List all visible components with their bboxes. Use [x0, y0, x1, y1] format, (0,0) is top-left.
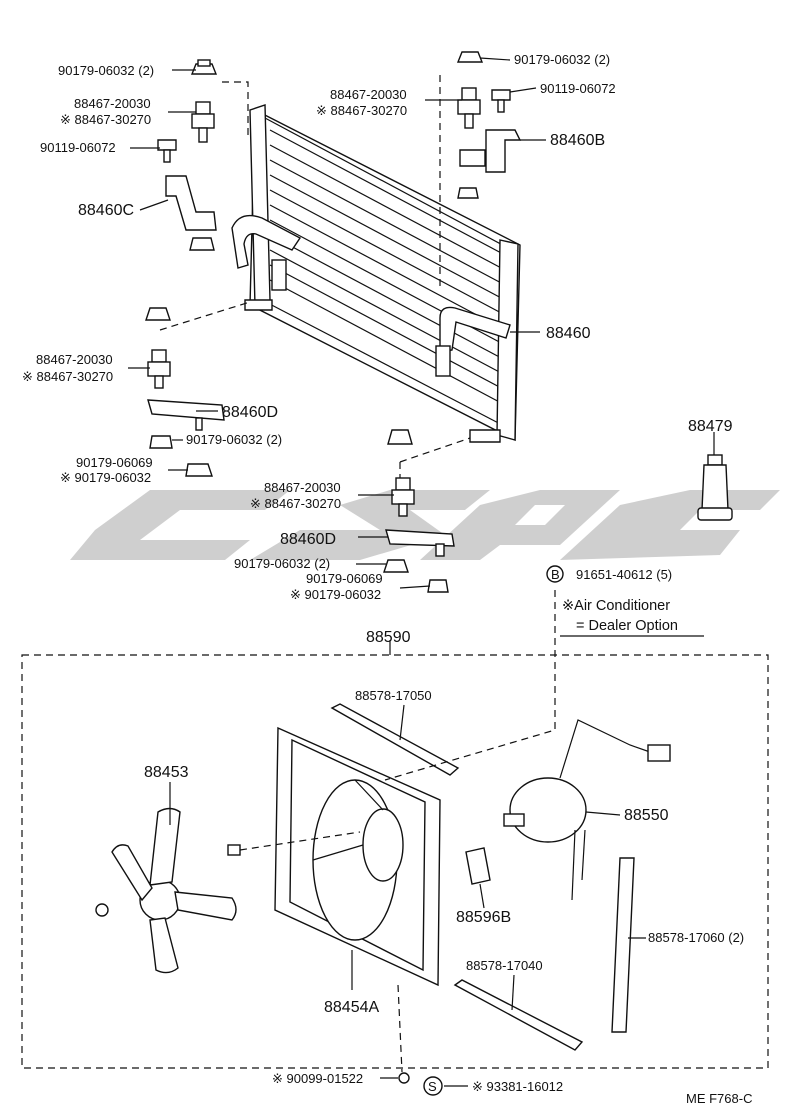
nut-center-lower-b [427, 579, 449, 593]
label-90179-06032-a: 90179-06032 (2) [58, 63, 154, 78]
label-90179-06032-b: 90179-06032 (2) [514, 52, 610, 67]
label-88590: 88590 [366, 629, 411, 646]
nut-left-lower-b [185, 463, 213, 477]
label-90179-06032-e: 90179-06032 (2) [234, 556, 330, 571]
watermark-logo [70, 490, 780, 560]
label-88460C: 88460C [78, 202, 134, 219]
mount-nut-top-left [190, 59, 218, 75]
label-90179-06032-c: 90179-06032 (2) [186, 432, 282, 447]
note-dealer-option: = Dealer Option [576, 618, 678, 634]
callout-b-circle: B [546, 565, 564, 583]
leader-lines [128, 57, 715, 1087]
label-88453: 88453 [144, 764, 189, 781]
label-88578-17060: 88578-17060 (2) [648, 930, 744, 945]
label-93381-16012: ※ 93381-16012 [472, 1079, 563, 1094]
pad-88596B [465, 847, 491, 885]
label-88460B: 88460B [550, 132, 605, 149]
insulator-left-mid [147, 349, 171, 389]
insulator-center [391, 477, 415, 517]
fan-assembly-boundary [21, 654, 769, 1069]
bracket-88460C [165, 175, 217, 231]
lower-clip [398, 1072, 410, 1084]
fan-motor-88550 [503, 719, 671, 901]
fan-shroud-88454A [274, 726, 441, 987]
label-88467-30270-a: ※ 88467-30270 [60, 112, 151, 127]
label-88467-20030-d: 88467-20030 [264, 480, 341, 495]
label-88467-20030-a: 88467-20030 [74, 96, 151, 111]
dust-boot-88479 [697, 454, 733, 521]
nut-left-lower-a [149, 435, 173, 449]
label-88467-20030-b: 88467-20030 [330, 87, 407, 102]
label-90119-06072-a: 90119-06072 [40, 140, 116, 155]
label-90179-06069-b: 90179-06069 [306, 571, 383, 586]
seal-88578-17050 [330, 703, 460, 776]
label-88467-20030-c: 88467-20030 [36, 352, 113, 367]
bracket-88460D-center [385, 529, 455, 557]
nut-center-top [387, 429, 413, 445]
bolt-top-left [157, 139, 177, 163]
nut-below-88460C [189, 237, 215, 251]
label-88467-30270-b: ※ 88467-30270 [316, 103, 407, 118]
label-88467-30270-d: ※ 88467-30270 [250, 496, 341, 511]
diagram-ref-code: ME F768-C [686, 1091, 752, 1106]
fan-blade-88453 [95, 807, 237, 974]
label-88578-17050: 88578-17050 [355, 688, 432, 703]
bracket-88460B [459, 129, 522, 173]
label-88467-30270-c: ※ 88467-30270 [22, 369, 113, 384]
bracket-88460D-left [147, 399, 225, 431]
label-90099-01522: ※ 90099-01522 [272, 1071, 363, 1086]
label-88454A: 88454A [324, 999, 379, 1016]
nut-below-88460B [457, 187, 479, 199]
condenser-core [231, 104, 521, 443]
label-91651-40612: 91651-40612 (5) [576, 567, 672, 582]
label-88460: 88460 [546, 325, 591, 342]
label-88578-17040: 88578-17040 [466, 958, 543, 973]
insulator-top-right [457, 87, 481, 129]
callout-b-letter: B [551, 567, 560, 582]
insulator-top-left [191, 101, 215, 143]
label-90179-06069-a: 90179-06069 [76, 455, 153, 470]
label-90179-06032-d: ※ 90179-06032 [60, 470, 151, 485]
seal-88578-17060 [611, 857, 635, 1033]
label-88460D-b: 88460D [280, 531, 336, 548]
label-90119-06072-b: 90119-06072 [540, 81, 616, 96]
nut-center-lower-a [383, 559, 409, 573]
label-88479: 88479 [688, 418, 733, 435]
callout-s-letter: S [428, 1079, 437, 1094]
seal-88578-17040 [453, 979, 584, 1051]
label-88550: 88550 [624, 807, 669, 824]
mount-nut-top-right [456, 51, 484, 63]
nut-left-mid [145, 307, 171, 321]
label-88460D-a: 88460D [222, 404, 278, 421]
label-88596B: 88596B [456, 909, 511, 926]
note-air-conditioner: ※Air Conditioner [562, 598, 670, 614]
label-90179-06032-f: ※ 90179-06032 [290, 587, 381, 602]
bolt-top-right [491, 89, 511, 113]
shroud-screw [227, 844, 241, 856]
callout-s-circle: S [423, 1076, 443, 1096]
